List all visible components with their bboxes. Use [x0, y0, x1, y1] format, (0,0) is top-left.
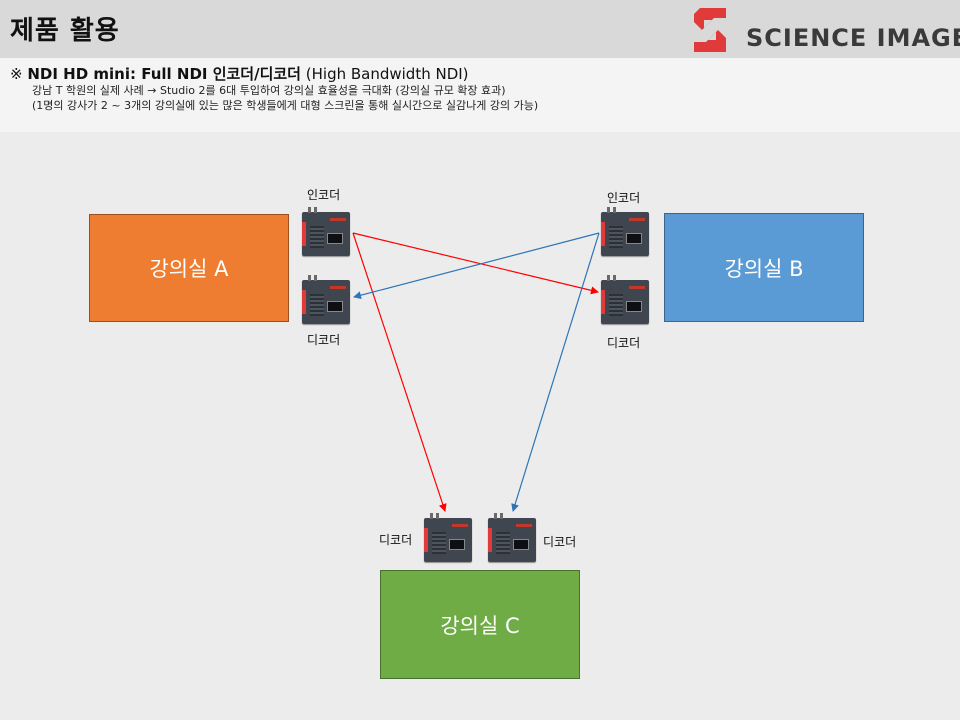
- arrow-b-to-c: [511, 232, 600, 512]
- header-bar: 제품 활용 SCIENCE IMAGE: [0, 0, 960, 58]
- room-c-box: 강의실 C: [380, 570, 580, 679]
- room-c-decoder-right-device: [488, 513, 536, 562]
- room-c-decoder-right-label: 디코더: [543, 535, 577, 549]
- product-name: NDI HD mini: Full NDI 인코더/디코더: [27, 65, 301, 83]
- info-panel: ※ NDI HD mini: Full NDI 인코더/디코더 (High Ba…: [0, 58, 960, 132]
- room-c-decoder-left-device: [424, 513, 472, 562]
- case-description: 강남 T 학원의 실제 사례 → Studio 2를 6대 투입하여 강의실 효…: [32, 84, 506, 97]
- room-a-box: 강의실 A: [89, 214, 289, 322]
- science-image-logo: SCIENCE IMAGE: [690, 6, 960, 54]
- room-b-box: 강의실 B: [664, 213, 864, 322]
- room-b-decoder-label: 디코더: [607, 336, 641, 350]
- arrow-b-to-a: [353, 232, 600, 300]
- room-c-label: 강의실 C: [440, 613, 520, 638]
- room-b-label: 강의실 B: [724, 256, 804, 281]
- arrow-a-to-c: [352, 232, 447, 512]
- logo-mark-icon: [694, 8, 726, 52]
- room-a-encoder-label: 인코더: [307, 188, 341, 202]
- room-a-encoder-device: [302, 207, 350, 256]
- room-b-encoder-device: [601, 207, 649, 256]
- note-mark: ※: [10, 65, 23, 83]
- room-a-decoder-device: [302, 275, 350, 324]
- case-note: (1명의 강사가 2 ~ 3개의 강의실에 있는 많은 학생들에게 대형 스크린…: [32, 99, 539, 112]
- page-title: 제품 활용: [10, 16, 120, 46]
- room-a-decoder-label: 디코더: [307, 333, 341, 347]
- room-b-encoder-label: 인코더: [607, 191, 641, 205]
- arrow-a-to-b: [352, 232, 599, 295]
- room-b-decoder-device: [601, 275, 649, 324]
- product-line: ※ NDI HD mini: Full NDI 인코더/디코더 (High Ba…: [10, 63, 469, 84]
- room-a-label: 강의실 A: [149, 257, 229, 281]
- logo-text: SCIENCE IMAGE: [746, 24, 960, 52]
- room-c-decoder-left-label: 디코더: [379, 533, 413, 547]
- product-spec: (High Bandwidth NDI): [305, 65, 469, 83]
